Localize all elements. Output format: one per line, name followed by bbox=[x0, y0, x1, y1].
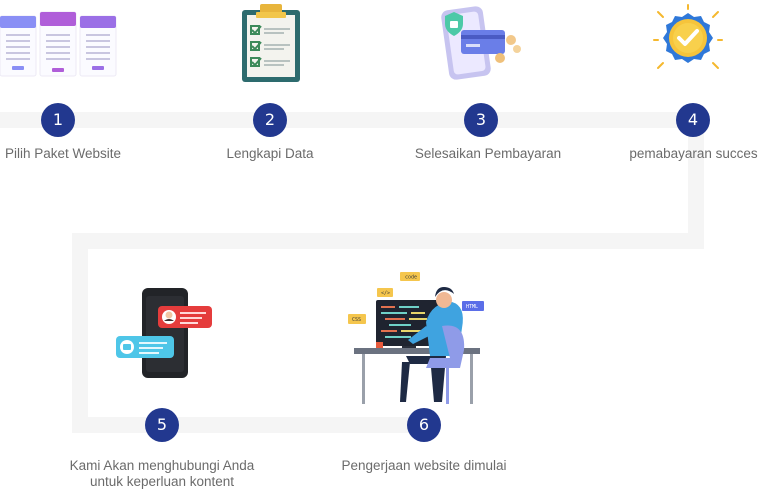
step-1-label: Pilih Paket Website bbox=[4, 146, 122, 161]
step-4-number: 4 bbox=[676, 103, 710, 137]
step-3-number: 3 bbox=[464, 103, 498, 137]
connector-track-left bbox=[72, 233, 88, 433]
pricing-plans-icon bbox=[0, 11, 117, 77]
success-badge-icon bbox=[653, 4, 723, 69]
html-tag: HTML bbox=[466, 304, 478, 310]
step-6-number: 6 bbox=[407, 408, 441, 442]
step-3-label: Selesaikan Pembayaran bbox=[414, 146, 562, 161]
step-4-label: pemabayaran succes bbox=[629, 146, 758, 161]
connector-track-bottom bbox=[72, 417, 432, 433]
step-2-label: Lengkapi Data bbox=[226, 146, 314, 161]
step-2-number: 2 bbox=[253, 103, 287, 137]
phone-chat-icon bbox=[116, 288, 212, 378]
slash-tag: </> bbox=[381, 291, 390, 297]
connector-track-middle bbox=[72, 233, 704, 249]
css-tag: CSS bbox=[352, 317, 361, 323]
phone-payment-icon bbox=[441, 6, 521, 80]
step-6-label: Pengerjaan website dimulai bbox=[341, 458, 507, 473]
developer-at-desk-icon: code </> HTML CSS bbox=[348, 272, 484, 404]
step-1-number: 1 bbox=[41, 103, 75, 137]
connector-track-top bbox=[0, 112, 704, 128]
connector-track-right bbox=[688, 112, 704, 249]
code-tag: code bbox=[405, 275, 417, 281]
step-5-label-line-2: untuk keperluan kontent bbox=[89, 474, 235, 489]
step-5-label-line-1: Kami Akan menghubungi Anda bbox=[69, 458, 255, 473]
step-5-number: 5 bbox=[145, 408, 179, 442]
clipboard-checklist-icon bbox=[242, 4, 300, 82]
